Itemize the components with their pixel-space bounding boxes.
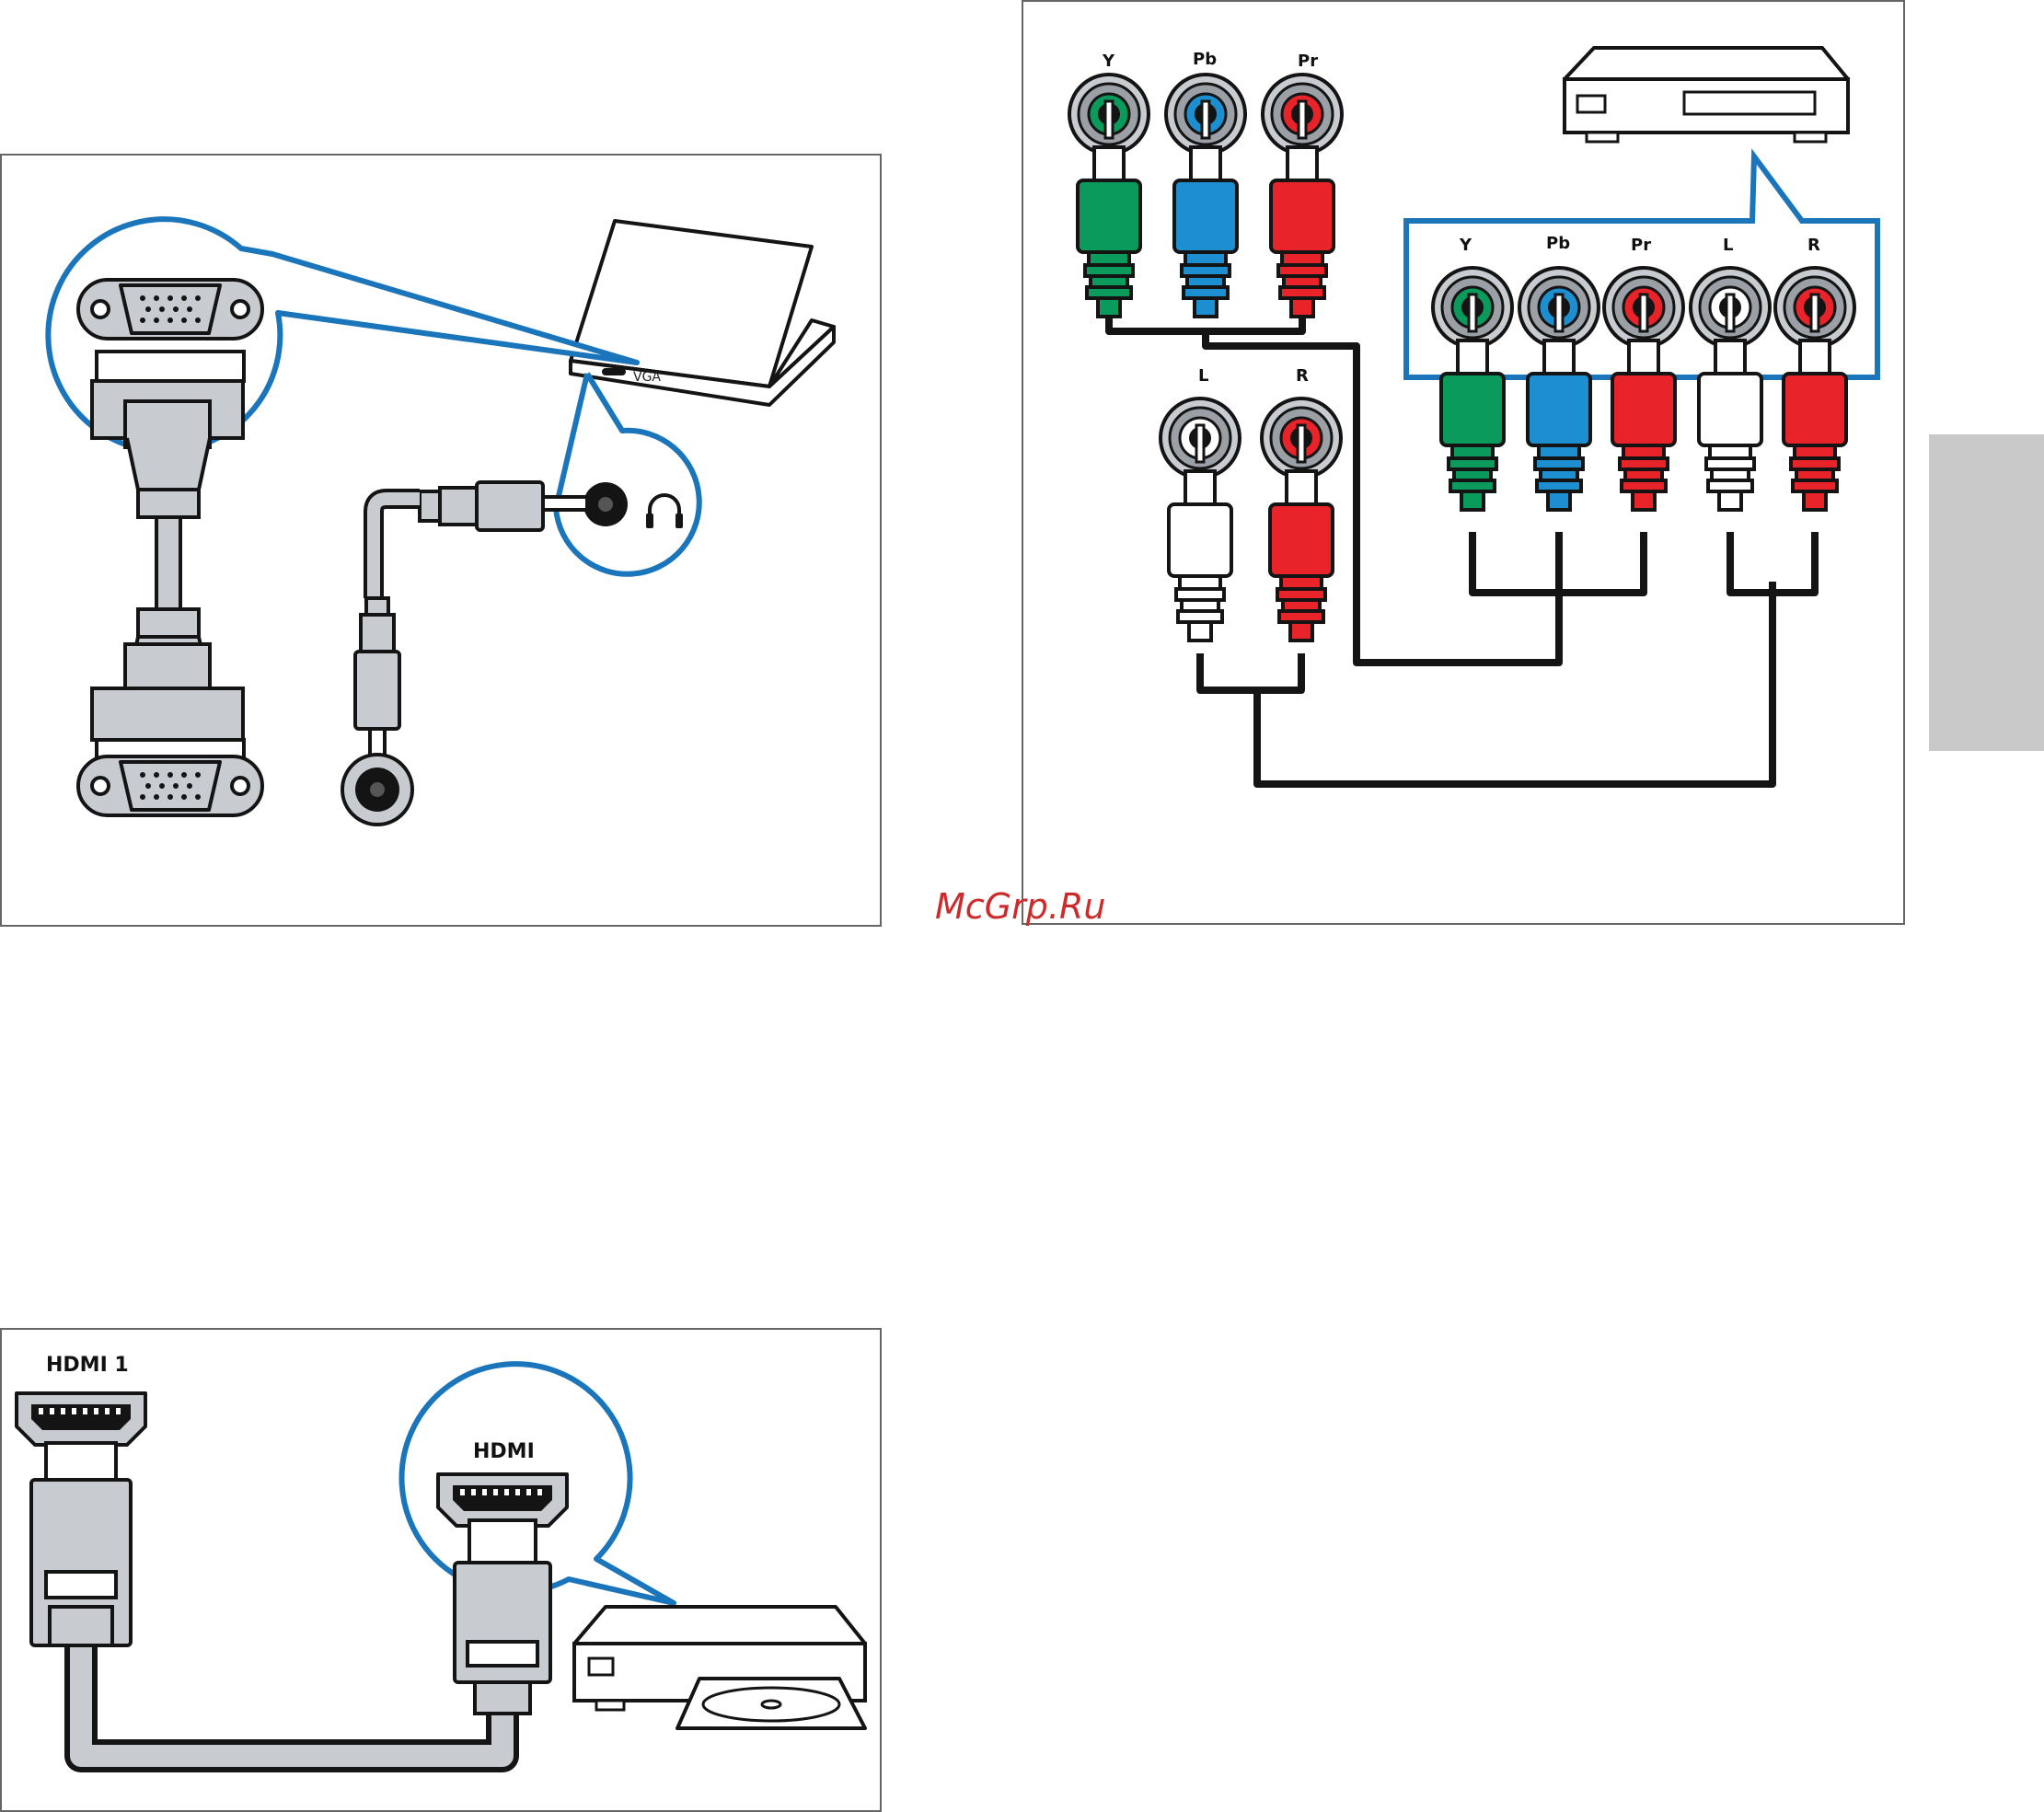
set-top-box-icon — [1565, 48, 1848, 142]
lower-label-r: R — [1296, 366, 1309, 386]
hdmi-panel: HDMI 1 HDMI — [1, 1329, 881, 1811]
top-label-pr: Pr — [1298, 52, 1318, 71]
top-jack-pr — [1263, 75, 1342, 154]
top-label-y: Y — [1102, 52, 1115, 71]
device-label-y: Y — [1459, 236, 1472, 255]
lower-jack-r — [1262, 398, 1341, 478]
device-jack-pb — [1519, 268, 1599, 347]
vga-plug-icon — [78, 756, 262, 815]
device-jack-r — [1775, 268, 1854, 347]
audio-jack-icon — [342, 755, 412, 825]
device-label-pb: Pb — [1546, 234, 1570, 253]
vga-port-icon — [78, 280, 262, 339]
device-hdmi-plug — [438, 1474, 567, 1714]
top-jack-y — [1069, 75, 1149, 154]
device-label-r: R — [1807, 236, 1820, 255]
device-jack-y — [1433, 268, 1512, 347]
hdmi-port-icon — [17, 1393, 145, 1445]
device-hdmi-port-icon — [438, 1474, 567, 1526]
device-label-l: L — [1723, 236, 1733, 255]
device-hdmi-label: HDMI — [473, 1440, 535, 1463]
disc-player-icon — [574, 1607, 865, 1728]
lower-jack-l — [1161, 398, 1240, 478]
top-rca-group: Y Pb Pr — [1069, 50, 1342, 317]
device-rca-group: Y Pb Pr L R — [1433, 234, 1854, 510]
device-jack-pr — [1604, 268, 1683, 347]
tv-hdmi-plug — [17, 1393, 145, 1645]
tv-hdmi-label: HDMI 1 — [46, 1354, 129, 1377]
device-jack-l — [1691, 268, 1770, 347]
lower-label-l: L — [1198, 366, 1208, 386]
device-label-pr: Pr — [1631, 236, 1651, 255]
vga-panel: VGA — [1, 155, 881, 926]
laptop-vga-label: VGA — [633, 370, 661, 385]
top-jack-pb — [1166, 75, 1245, 154]
watermark-text: McGrp.Ru — [935, 886, 1105, 927]
component-panel: Y Pb Pr L R Y Pb Pr L R — [1022, 1, 1904, 924]
side-tab — [1929, 434, 2044, 751]
top-label-pb: Pb — [1193, 50, 1217, 69]
